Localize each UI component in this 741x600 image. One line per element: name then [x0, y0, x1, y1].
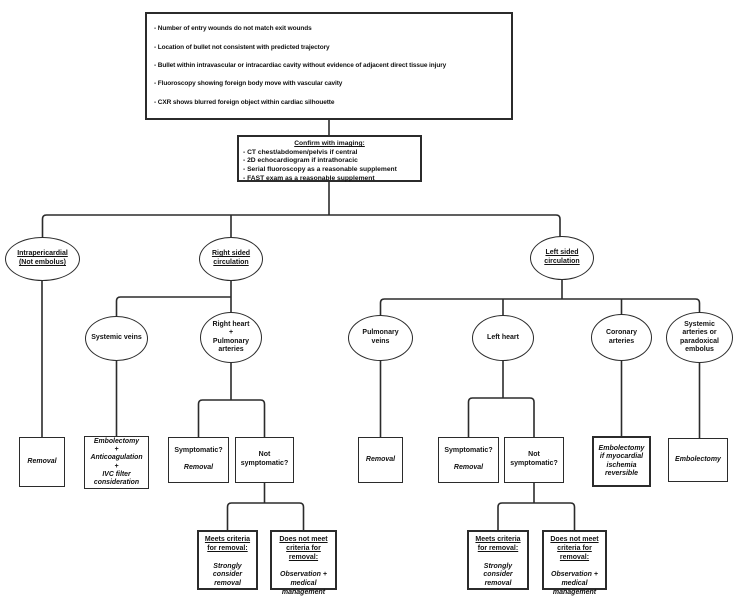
node-pulmonary-veins-label: Pulmonary veins — [362, 329, 399, 345]
criteria-item: - CXR shows blurred foreign object withi… — [154, 98, 335, 106]
outcome-embolectomy: Embolectomy — [668, 438, 728, 482]
criteria-item: - Location of bullet not consistent with… — [154, 43, 330, 51]
outcome-does-not-meet-right: Does not meet criteria for removal: Obse… — [270, 530, 337, 596]
node-right-heart-label: Right heart + Pulmonary arteries — [212, 321, 250, 353]
symptomatic-action: Removal — [183, 464, 214, 471]
does-not-meet-action: Observation + medical management — [551, 571, 598, 596]
imaging-item: - CT chest/abdomen/pelvis if central — [243, 148, 358, 156]
node-pulmonary-veins: Pulmonary veins — [348, 315, 413, 361]
decision-symptomatic-left: Symptomatic? Removal — [438, 437, 499, 483]
outcome-does-not-meet-left: Does not meet criteria for removal: Obse… — [542, 530, 607, 596]
outcome-removal-intrapericardial: Removal — [19, 437, 65, 487]
symptomatic-question: Symptomatic? — [174, 447, 223, 455]
outcome-systemic-veins-plan: Embolectomy + Anticoagulation + IVC filt… — [84, 436, 149, 489]
decision-symptomatic-right: Symptomatic? Removal — [168, 437, 229, 483]
decision-not-symptomatic-left: Not symptomatic? — [504, 437, 564, 483]
imaging-item: - FAST exam as a reasonable supplement — [243, 174, 375, 182]
symptomatic-question: Symptomatic? — [444, 447, 493, 455]
does-not-meet-action: Observation + medical management — [280, 571, 327, 596]
criteria-item: - Number of entry wounds do not match ex… — [154, 25, 312, 33]
meets-criteria-action: Strongly consider removal — [212, 562, 243, 588]
imaging-title: Confirm with imaging: — [294, 140, 365, 147]
outcome-removal-label: Removal — [27, 457, 57, 465]
node-left-heart: Left heart — [472, 315, 534, 361]
node-left-sided-label: Left sided circulation — [544, 249, 580, 265]
imaging-item: - 2D echocardiogram if intrathoracic — [243, 157, 358, 165]
does-not-meet-header: Does not meet criteria for removal: — [550, 536, 599, 561]
node-systemic-arteries-paradoxical: Systemic arteries or paradoxical embolus — [666, 312, 733, 363]
not-symptomatic-question: Not symptomatic? — [240, 451, 289, 467]
entry-criteria-box: - Number of entry wounds do not match ex… — [145, 12, 513, 120]
meets-criteria-header: Meets criteria for removal: — [204, 536, 251, 552]
outcome-removal-pulmonary-veins: Removal — [358, 437, 403, 483]
node-right-sided-label: Right sided circulation — [211, 250, 251, 266]
node-coronary-arteries: Coronary arteries — [591, 314, 652, 361]
node-intrapericardial: Intrapericardial (Not embolus) — [5, 237, 80, 281]
node-systemic-veins: Systemic veins — [85, 316, 148, 361]
node-left-sided-circulation: Left sided circulation — [530, 236, 594, 280]
outcome-meets-criteria-right: Meets criteria for removal: Strongly con… — [197, 530, 258, 590]
meets-criteria-header: Meets criteria for removal: — [475, 536, 521, 552]
criteria-item: - Bullet within intravascular or intraca… — [154, 61, 447, 69]
node-intrapericardial-label: Intrapericardial (Not embolus) — [17, 250, 68, 266]
node-right-heart-pulmonary-arteries: Right heart + Pulmonary arteries — [200, 312, 262, 363]
criteria-item: - Fluoroscopy showing foreign body move … — [154, 80, 343, 88]
node-left-heart-label: Left heart — [487, 333, 519, 341]
outcome-embolectomy-label: Embolectomy — [675, 455, 721, 463]
node-right-sided-circulation: Right sided circulation — [199, 237, 263, 281]
confirm-imaging-box: Confirm with imaging: - CT chest/abdomen… — [237, 135, 422, 182]
node-systemic-veins-label: Systemic veins — [91, 334, 142, 342]
outcome-systemic-veins-plan-label: Embolectomy + Anticoagulation + IVC filt… — [90, 437, 143, 487]
imaging-item: - Serial fluoroscopy as a reasonable sup… — [243, 166, 397, 174]
symptomatic-action: Removal — [453, 464, 484, 471]
outcome-meets-criteria-left: Meets criteria for removal: Strongly con… — [467, 530, 529, 590]
node-systemic-arteries-label: Systemic arteries or paradoxical embolus — [680, 321, 719, 353]
outcome-removal-label: Removal — [365, 455, 396, 463]
outcome-coronary-plan-label: Embolectomy if myocardial ischemia rever… — [598, 444, 645, 477]
meets-criteria-action: Strongly consider removal — [483, 562, 513, 588]
decision-not-symptomatic-right: Not symptomatic? — [235, 437, 294, 483]
node-coronary-arteries-label: Coronary arteries — [605, 328, 638, 345]
does-not-meet-header: Does not meet criteria for removal: — [279, 536, 328, 561]
outcome-coronary-plan: Embolectomy if myocardial ischemia rever… — [592, 436, 651, 487]
not-symptomatic-question: Not symptomatic? — [510, 451, 558, 467]
